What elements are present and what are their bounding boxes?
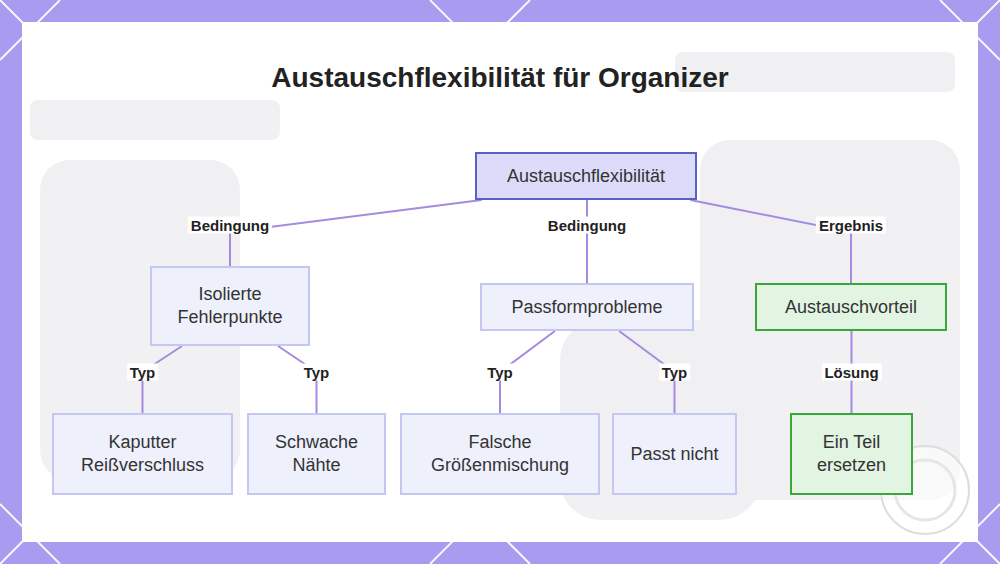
edge-label: Bedingung — [188, 217, 272, 234]
node-text: Isolierte Fehlerpunkte — [160, 283, 300, 329]
type-box: Passt nicht — [612, 413, 737, 495]
result-box: Austauschvorteil — [755, 283, 947, 331]
node-text: Passformprobleme — [511, 296, 662, 319]
node-text: Schwache Nähte — [257, 431, 376, 477]
edge-label: Ergebnis — [816, 217, 886, 234]
panel — [22, 22, 978, 542]
solution-box: Ein Teil ersetzen — [790, 413, 913, 495]
node-text: Passt nicht — [630, 443, 718, 466]
connector — [690, 200, 851, 283]
diagram-title: Austauschflexibilität für Organizer — [0, 62, 1000, 94]
edge-label: Lösung — [821, 364, 881, 381]
condition-box: Isolierte Fehlerpunkte — [150, 266, 310, 346]
edge-label: Typ — [127, 364, 159, 381]
type-box: Falsche Größenmischung — [400, 413, 600, 495]
type-box: Kaputter Reißverschluss — [52, 413, 233, 495]
connector — [586, 200, 588, 283]
edge-label: Typ — [301, 364, 333, 381]
edge-label: Typ — [484, 364, 516, 381]
node-text: Kaputter Reißverschluss — [62, 431, 223, 477]
condition-box: Passformprobleme — [480, 283, 694, 331]
root-box: Austauschflexibilität — [475, 152, 697, 200]
node-text: Austauschvorteil — [785, 296, 917, 319]
edge-label: Typ — [659, 364, 691, 381]
node-text: Falsche Größenmischung — [410, 431, 590, 477]
edge-label: Bedingung — [545, 217, 629, 234]
node-text: Ein Teil ersetzen — [800, 431, 903, 477]
node-text: Austauschflexibilität — [507, 165, 665, 188]
type-box: Schwache Nähte — [247, 413, 386, 495]
blurred-backdrop — [30, 52, 960, 520]
